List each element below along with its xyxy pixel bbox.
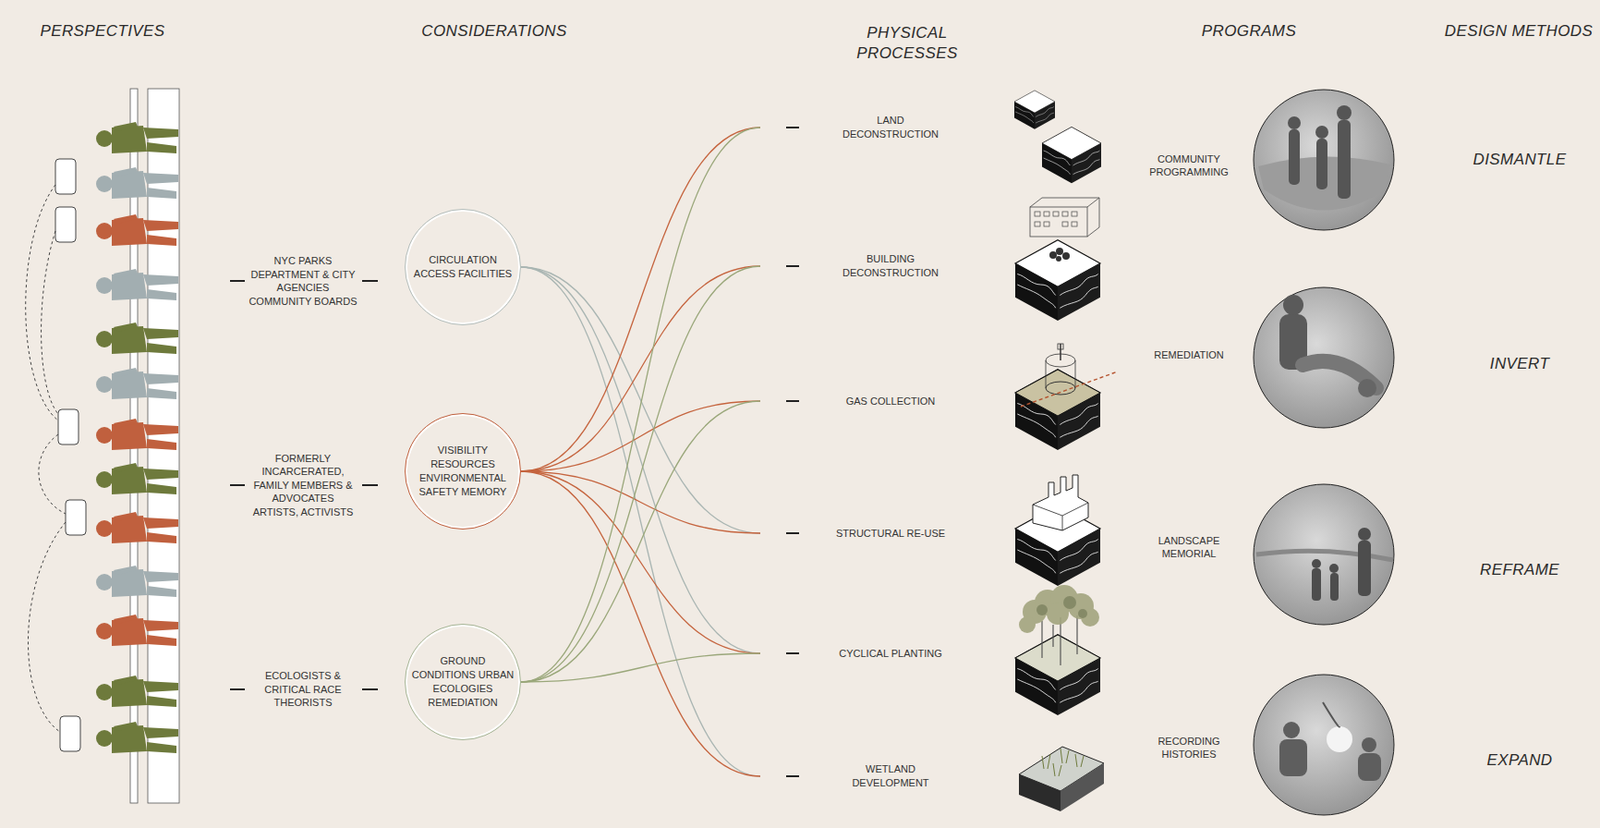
wetland-development-icon [1018, 746, 1104, 812]
building-deconstruction-icon [1015, 197, 1101, 321]
node-text: VISIBILITY RESOURCES ENVIRONMENTAL SAFET… [411, 443, 515, 499]
connector [521, 653, 761, 682]
label-text: LANDSCAPE MEMORIAL [1142, 533, 1236, 561]
column-heading: CONSIDERATIONS [421, 21, 567, 42]
photo [1253, 89, 1394, 231]
gas-collection-icon [1015, 343, 1118, 450]
column-heading: PHYSICAL PROCESSES [837, 23, 977, 64]
node-text: CIRCULATION ACCESS FACILITIES [411, 253, 515, 281]
process-item: GAS COLLECTION [760, 392, 994, 411]
node-text: LAND DECONSTRUCTION [838, 113, 943, 142]
consideration-circle: VISIBILITY RESOURCES ENVIRONMENTAL SAFET… [404, 412, 522, 530]
column-heading: REFRAME [1479, 559, 1560, 581]
column-heading: PROGRAMS [1201, 21, 1297, 42]
process-item: WETLAND DEVELOPMENT [760, 760, 994, 792]
node-text: BUILDING DECONSTRUCTION [838, 252, 943, 280]
process-item: CYCLICAL PLANTING [760, 644, 994, 663]
connector [521, 266, 761, 472]
connector [521, 471, 761, 776]
photo [1253, 287, 1394, 428]
consideration-circle: CIRCULATION ACCESS FACILITIES [404, 208, 522, 326]
label-text: RECORDING HISTORIES [1142, 734, 1236, 762]
node-text: CYCLICAL PLANTING [821, 646, 960, 661]
dash [230, 127, 800, 776]
connector [521, 127, 761, 472]
column-heading: DISMANTLE [1473, 149, 1567, 170]
column-heading: DESIGN METHODS [1444, 21, 1594, 42]
people-figures [96, 121, 179, 753]
node-text: WETLAND DEVELOPMENT [838, 762, 943, 790]
node-text: STRUCTURAL RE-USE [821, 526, 960, 541]
connector [521, 266, 761, 776]
dashed-arc [25, 184, 66, 732]
consideration-circle: GROUND CONDITIONS URBAN ECOLOGIES REMEDI… [404, 623, 522, 740]
column-heading: PERSPECTIVES [39, 21, 165, 42]
connector [521, 471, 761, 654]
label-text: FORMERLY INCARCERATED, FAMILY MEMBERS & … [248, 451, 358, 520]
cyclical-planting-icon [1015, 584, 1101, 716]
column-heading: INVERT [1490, 353, 1550, 375]
connector [521, 266, 761, 654]
connector [521, 266, 761, 534]
label-text: COMMUNITY PROGRAMMING [1142, 152, 1236, 180]
photo [1253, 484, 1394, 625]
empty-tag [55, 158, 86, 752]
column-heading: EXPAND [1486, 750, 1552, 771]
node-text: GROUND CONDITIONS URBAN ECOLOGIES REMEDI… [411, 654, 515, 710]
label-text: REMEDIATION [1142, 348, 1236, 363]
land-deconstruction-icon [1014, 90, 1102, 183]
process-item: BUILDING DECONSTRUCTION [760, 250, 994, 282]
connector [521, 471, 761, 534]
connector [521, 127, 761, 682]
label-text: NYC PARKS DEPARTMENT & CITY AGENCIES COM… [248, 254, 358, 308]
process-item: LAND DECONSTRUCTION [760, 111, 994, 144]
connector [521, 266, 761, 682]
photo [1253, 674, 1394, 815]
process-item: STRUCTURAL RE-USE [760, 524, 994, 543]
label-text: ECOLOGISTS & CRITICAL RACE THEORISTS [252, 668, 354, 710]
node-text: GAS COLLECTION [821, 394, 960, 409]
connector [521, 400, 761, 682]
structural-reuse-icon [1015, 474, 1101, 586]
